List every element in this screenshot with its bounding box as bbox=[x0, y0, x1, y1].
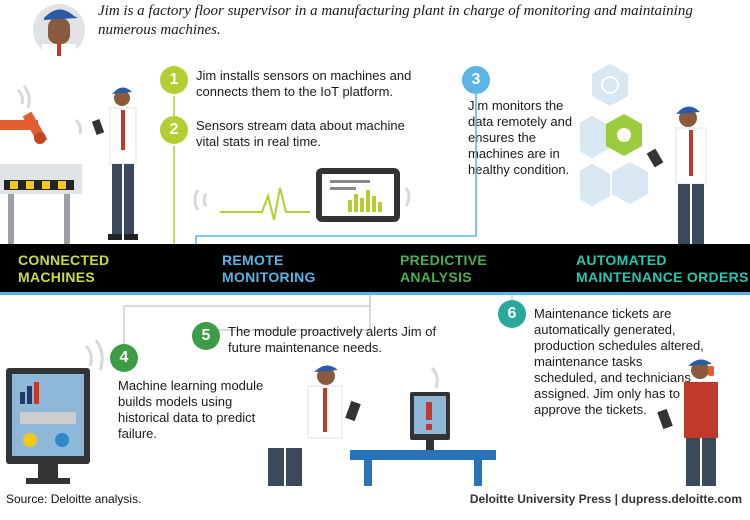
stage-automated-maintenance-orders-line1: AUTOMATED bbox=[576, 252, 667, 268]
intro-text: Jim is a factory floor supervisor in a m… bbox=[98, 3, 693, 38]
stage-remote-monitoring-line1: REMOTE bbox=[222, 252, 284, 268]
step-6-text: Maintenance tickets are automatically ge… bbox=[534, 306, 704, 417]
stage-automated-maintenance-orders-line2: MAINTENANCE ORDERS bbox=[576, 269, 749, 285]
stage-connected-machines: CONNECTED MACHINES bbox=[18, 252, 109, 286]
step-6-badge: 6 bbox=[498, 300, 526, 328]
stage-remote-monitoring: REMOTE MONITORING bbox=[222, 252, 316, 286]
stage-predictive-analysis: PREDICTIVE ANALYSIS bbox=[400, 252, 487, 286]
step-3-badge: 3 bbox=[462, 66, 490, 94]
step-2-badge: 2 bbox=[160, 116, 188, 144]
stage-predictive-analysis-line2: ANALYSIS bbox=[400, 269, 472, 285]
data-stream-illustration bbox=[190, 160, 420, 230]
alert-illustration bbox=[260, 362, 500, 486]
stage-automated-maintenance-orders: AUTOMATED MAINTENANCE ORDERS bbox=[576, 252, 749, 286]
stage-connected-machines-line2: MACHINES bbox=[18, 269, 96, 285]
predictive-model-monitor-illustration bbox=[0, 339, 112, 486]
step-1-badge: 1 bbox=[160, 66, 188, 94]
remote-monitoring-illustration bbox=[574, 60, 750, 244]
step-5-badge: 5 bbox=[192, 322, 220, 350]
publisher-credit: Deloitte University Press | dupress.delo… bbox=[469, 492, 742, 506]
stage-band-stripe bbox=[0, 292, 750, 295]
step-3-text: Jim monitors the data remotely and ensur… bbox=[468, 98, 573, 177]
connected-machines-illustration bbox=[0, 80, 160, 244]
source-note: Source: Deloitte analysis. bbox=[6, 492, 142, 506]
stage-connected-machines-line1: CONNECTED bbox=[18, 252, 110, 268]
stage-band bbox=[0, 244, 750, 292]
technician-illustration bbox=[650, 356, 750, 486]
stage-remote-monitoring-line2: MONITORING bbox=[222, 269, 316, 285]
step-5-text: The module proactively alerts Jim of fut… bbox=[228, 324, 437, 355]
stage-predictive-analysis-line1: PREDICTIVE bbox=[400, 252, 488, 268]
jim-avatar bbox=[30, 0, 88, 56]
step-4-badge: 4 bbox=[110, 344, 138, 372]
step-2-text: Sensors stream data about machine vital … bbox=[196, 118, 405, 149]
step-4-text: Machine learning module builds models us… bbox=[118, 378, 264, 441]
step-1-text: Jim installs sensors on machines and con… bbox=[196, 68, 412, 99]
